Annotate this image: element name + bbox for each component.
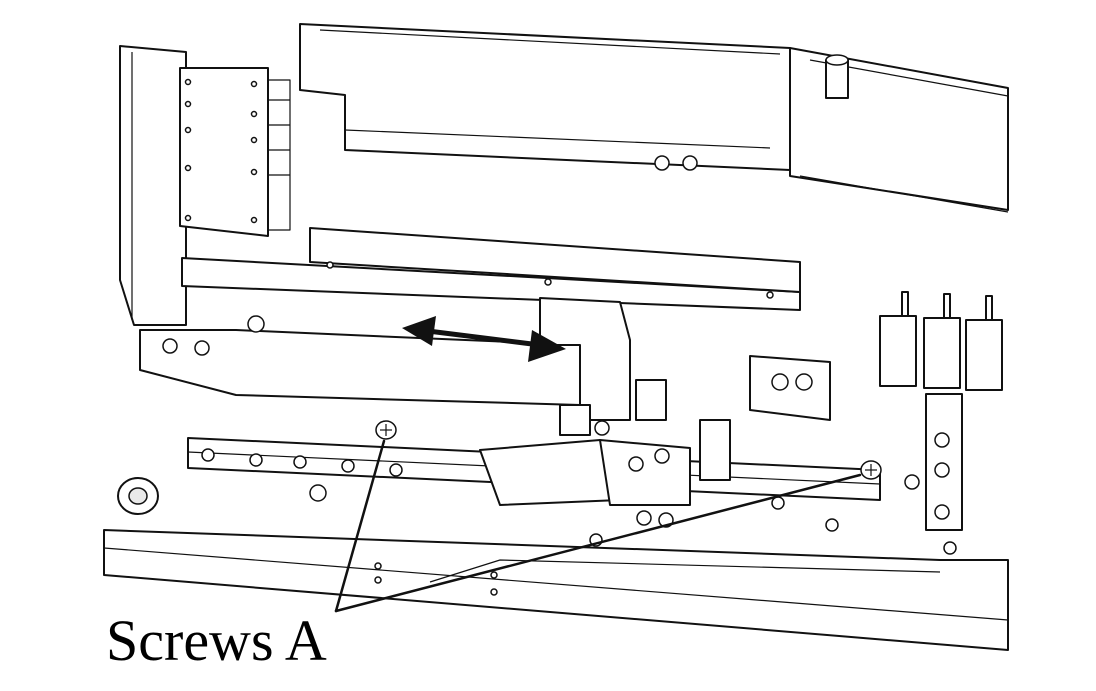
right-upper-frame — [789, 47, 1009, 213]
micro-switches — [879, 291, 1003, 391]
callout-leader-lines — [334, 439, 862, 613]
circuit-board — [179, 67, 291, 237]
screws-a-label: Screws A — [106, 608, 327, 673]
double-headed-arrow-icon — [402, 316, 566, 362]
right-bracket — [749, 355, 831, 421]
screw-icon — [162, 155, 957, 555]
pulley-wheel — [117, 477, 159, 515]
screw-a-right — [860, 460, 882, 480]
base-rail — [103, 529, 1009, 651]
carriage-plate — [139, 297, 631, 421]
rear-housing-panel — [299, 23, 791, 171]
left-side-plate — [119, 45, 187, 326]
right-vertical-plate — [925, 393, 963, 531]
horizontal-bracket — [181, 227, 801, 311]
screw-a-left — [375, 420, 397, 440]
